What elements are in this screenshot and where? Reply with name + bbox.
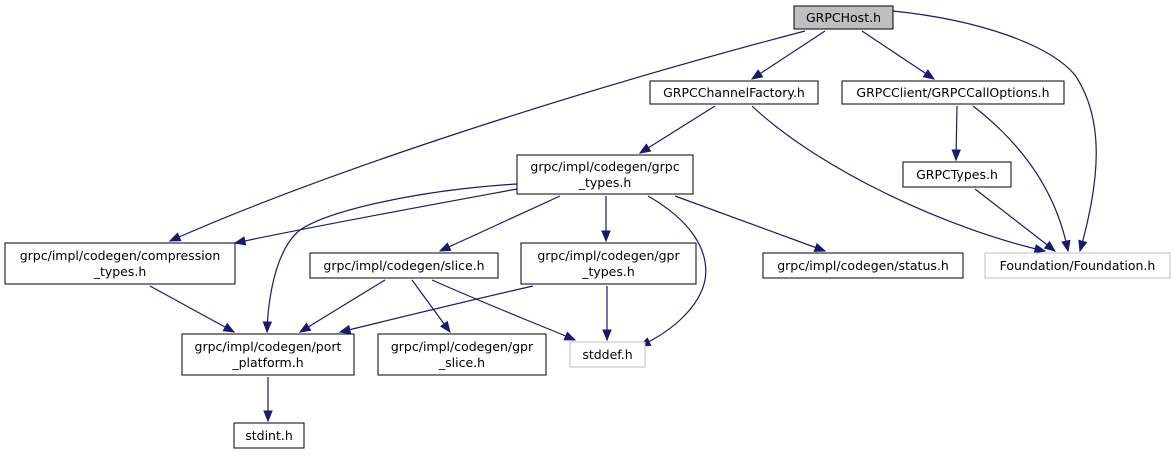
arrowhead-port-platform [338,324,352,335]
node-box [984,252,1171,279]
node-label-line: _platform.h [231,355,303,370]
edge-grpc-types-to-port-platform [266,183,518,333]
node-label-line: grpc/impl/codegen/compression [20,248,221,263]
node-call-options[interactable]: GRPCClient/GRPCCallOptions.h [841,80,1065,105]
edges-layer [149,10,1097,423]
edge-channel-factory-to-grpc-types [639,105,716,154]
node-label-line: grpc/impl/codegen/gpr [391,339,534,354]
node-label-line: grpc/impl/codegen/grpc [530,159,679,174]
node-box [309,252,499,279]
node-label-line: stdint.h [245,428,293,443]
node-host[interactable]: GRPCHost.h [793,5,894,30]
arrowhead-foundation [1043,240,1057,252]
node-compression-types[interactable]: grpc/impl/codegen/compression_types.h [4,242,236,285]
node-channel-factory[interactable]: GRPCChannelFactory.h [649,80,819,105]
edge-host-to-compression-types [169,30,806,242]
arrowhead-gpr-slice [439,320,451,334]
node-grpc-types-h[interactable]: GRPCTypes.h [902,161,1012,188]
node-box [793,5,894,30]
arrowhead-channel-factory [750,69,764,80]
edge-gpr-types-to-port-platform [339,285,534,333]
node-gpr-types[interactable]: grpc/impl/codegen/gpr_types.h [520,242,697,285]
node-label-line: _types.h [578,175,632,190]
edge-slice-to-stddef [431,279,576,341]
arrowhead-status [813,242,827,252]
edge-channel-factory-to-foundation [751,105,1046,252]
arrowhead-port-platform [222,322,236,333]
node-label-line: GRPCClient/GRPCCallOptions.h [856,85,1049,100]
arrowhead-stddef [563,331,577,341]
arrowhead-foundation [1078,239,1088,253]
arrowhead-grpc-types [638,143,652,154]
edge-call-options-to-foundation [972,105,1069,252]
edge-compression-types-to-port-platform [149,285,235,333]
arrowhead-stdint [263,410,273,423]
node-label-line: grpc/impl/codegen/slice.h [323,258,484,273]
node-port-platform[interactable]: grpc/impl/codegen/port_platform.h [181,333,355,376]
edge-grpc-types-to-status [674,195,826,252]
node-box [841,80,1065,105]
arrowhead-stddef [602,329,612,342]
node-box [181,333,355,376]
node-box [377,333,547,376]
node-label-line: _types.h [581,264,635,279]
node-box [516,154,694,195]
node-label-line: GRPCTypes.h [916,167,998,182]
node-label-line: _types.h [93,264,147,279]
edge-grpc-types-to-compression-types [234,188,518,244]
edge-host-to-call-options [861,30,935,80]
edge-host-to-channel-factory [751,30,826,80]
node-foundation[interactable]: Foundation/Foundation.h [984,252,1171,279]
node-stdint[interactable]: stdint.h [233,422,305,449]
edge-slice-to-port-platform [299,279,386,333]
node-box [233,422,305,449]
edge-slice-to-gpr-slice [411,279,451,333]
arrowhead-gpr-types [601,230,611,243]
node-label-line: grpc/impl/codegen/port [195,339,342,354]
node-status[interactable]: grpc/impl/codegen/status.h [762,252,964,279]
arrowhead-foundation [1061,239,1071,253]
node-gpr-slice[interactable]: grpc/impl/codegen/gpr_slice.h [377,333,547,376]
node-box [520,242,697,285]
node-box [569,341,646,368]
node-label-line: grpc/impl/codegen/status.h [777,258,949,273]
node-box [902,161,1012,188]
arrowhead-foundation [1033,244,1047,254]
node-stddef[interactable]: stddef.h [569,341,646,368]
node-label-line: grpc/impl/codegen/gpr [537,248,680,263]
edge-host-to-foundation [892,10,1097,252]
edge-grpc-types-h-to-foundation [974,188,1056,252]
arrowhead-call-options [922,69,936,80]
node-box [762,252,964,279]
arrowhead-grpc-types-h [951,149,961,162]
node-label-line: GRPCHost.h [806,10,881,25]
node-box [4,242,236,285]
arrowhead-slice [438,242,452,252]
arrowhead-port-platform [298,322,312,333]
edge-grpc-types-to-slice [439,195,561,252]
node-label-line: Foundation/Foundation.h [1000,258,1156,273]
arrowhead-compression-types [233,236,247,246]
arrowhead-port-platform [262,321,273,334]
node-grpc-types[interactable]: grpc/impl/codegen/grpc_types.h [516,154,694,195]
edge-grpc-types-to-stddef [639,195,707,347]
node-box [649,80,819,105]
node-slice[interactable]: grpc/impl/codegen/slice.h [309,252,499,279]
arrowhead-compression-types [168,232,182,242]
node-label-line: _slice.h [438,355,485,370]
node-label-line: stddef.h [582,347,632,362]
node-label-line: GRPCChannelFactory.h [663,85,805,100]
